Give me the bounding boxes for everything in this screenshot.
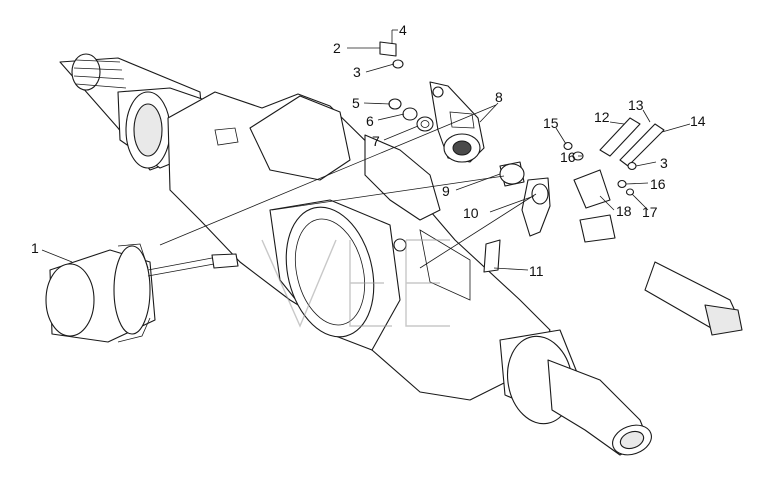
brake-chamber [45,243,239,343]
callout-4: 4 [399,22,407,38]
bushing-and-bracket [483,161,551,273]
axle-housing [167,91,551,401]
callout-3: 3 [353,64,361,80]
bolts-and-plate [563,117,665,209]
callout-8: 8 [495,89,503,105]
callout-16: 16 [560,149,576,165]
callout-10: 10 [463,205,479,221]
callout-labels: 1 2 3 4 5 6 7 8 9 10 11 12 13 14 15 16 3… [31,22,706,279]
pins-and-washers [379,30,434,132]
callout-14: 14 [690,113,706,129]
callout-15: 15 [543,115,559,131]
callout-1: 1 [31,240,39,256]
callout-7: 7 [372,133,380,149]
callout-18: 18 [616,203,632,219]
callout-9: 9 [442,183,450,199]
callout-12: 12 [594,109,610,125]
slack-adjuster [429,81,485,163]
callout-13: 13 [628,97,644,113]
callout-11: 11 [529,263,544,279]
brake-camshaft [579,214,743,336]
callout-6: 6 [366,113,374,129]
right-spindle [499,329,652,456]
leader-lines [41,29,691,271]
callout-17: 17 [642,204,658,220]
callout-5: 5 [352,95,360,111]
callout-16-right: 16 [650,176,666,192]
callout-2: 2 [333,40,341,56]
watermark-logo [261,239,450,328]
callout-3-right: 3 [660,155,668,171]
